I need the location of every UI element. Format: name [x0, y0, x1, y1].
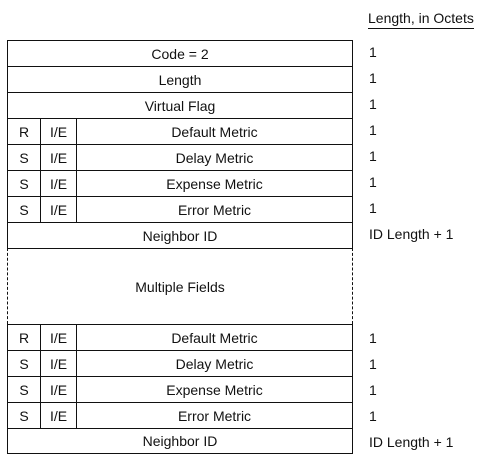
field-neighbor-id: Neighbor ID	[7, 222, 353, 248]
field-label: Virtual Flag	[144, 97, 216, 114]
flag-bit: S	[8, 145, 41, 170]
field-length-value: 1	[369, 44, 377, 60]
ie-bit: I/E	[41, 403, 77, 428]
flag-bit: S	[8, 377, 41, 402]
field-length-value: 1	[369, 122, 377, 138]
field-length-value: 1	[369, 408, 377, 424]
packet-format-diagram: Code = 2 Length Virtual Flag R I/E Defau…	[7, 40, 353, 454]
field-expense-metric: S I/E Expense Metric	[7, 170, 353, 196]
field-length-value: 1	[369, 330, 377, 346]
field-label: Error Metric	[177, 201, 252, 218]
length-column-header: Length, in Octets	[368, 10, 474, 29]
ie-bit: I/E	[41, 119, 77, 144]
field-label: Neighbor ID	[142, 433, 218, 449]
field-code: Code = 2	[7, 40, 353, 66]
field-length-value: 1	[369, 382, 377, 398]
ie-bit: I/E	[41, 351, 77, 376]
field-label: Length	[158, 71, 202, 88]
field-error-metric: S I/E Error Metric	[7, 402, 353, 428]
field-length: Length	[7, 66, 353, 92]
field-label: Error Metric	[177, 407, 252, 424]
ie-bit: I/E	[41, 197, 77, 222]
field-delay-metric: S I/E Delay Metric	[7, 350, 353, 376]
field-error-metric: S I/E Error Metric	[7, 196, 353, 222]
field-label: Code = 2	[151, 45, 209, 62]
ie-bit: I/E	[41, 145, 77, 170]
field-label: Expense Metric	[166, 175, 263, 192]
flag-bit: S	[8, 351, 41, 376]
flag-bit: R	[8, 325, 41, 350]
field-delay-metric: S I/E Delay Metric	[7, 144, 353, 170]
field-label: Default Metric	[171, 329, 258, 346]
field-neighbor-id: Neighbor ID	[7, 428, 353, 454]
flag-bit: S	[8, 403, 41, 428]
field-length-value: 1	[369, 356, 377, 372]
field-length-value: ID Length + 1	[369, 226, 454, 242]
flag-bit: S	[8, 197, 41, 222]
field-length-value: 1	[369, 200, 377, 216]
field-length-value: 1	[369, 96, 377, 112]
flag-bit: S	[8, 171, 41, 196]
field-label: Expense Metric	[166, 381, 263, 398]
field-length-value: ID Length + 1	[369, 434, 454, 450]
field-length-value: 1	[369, 148, 377, 164]
ie-bit: I/E	[41, 377, 77, 402]
field-length-value: 1	[369, 70, 377, 86]
field-label: Neighbor ID	[142, 227, 218, 244]
field-label: Delay Metric	[175, 355, 254, 372]
field-default-metric: R I/E Default Metric	[7, 118, 353, 144]
field-expense-metric: S I/E Expense Metric	[7, 376, 353, 402]
field-default-metric: R I/E Default Metric	[7, 324, 353, 350]
ie-bit: I/E	[41, 171, 77, 196]
field-length-value: 1	[369, 174, 377, 190]
field-label: Default Metric	[171, 123, 258, 140]
field-virtual-flag: Virtual Flag	[7, 92, 353, 118]
field-label: Delay Metric	[175, 149, 254, 166]
flag-bit: R	[8, 119, 41, 144]
ie-bit: I/E	[41, 325, 77, 350]
field-label: Multiple Fields	[135, 278, 225, 295]
field-multiple-fields: Multiple Fields	[7, 248, 353, 324]
